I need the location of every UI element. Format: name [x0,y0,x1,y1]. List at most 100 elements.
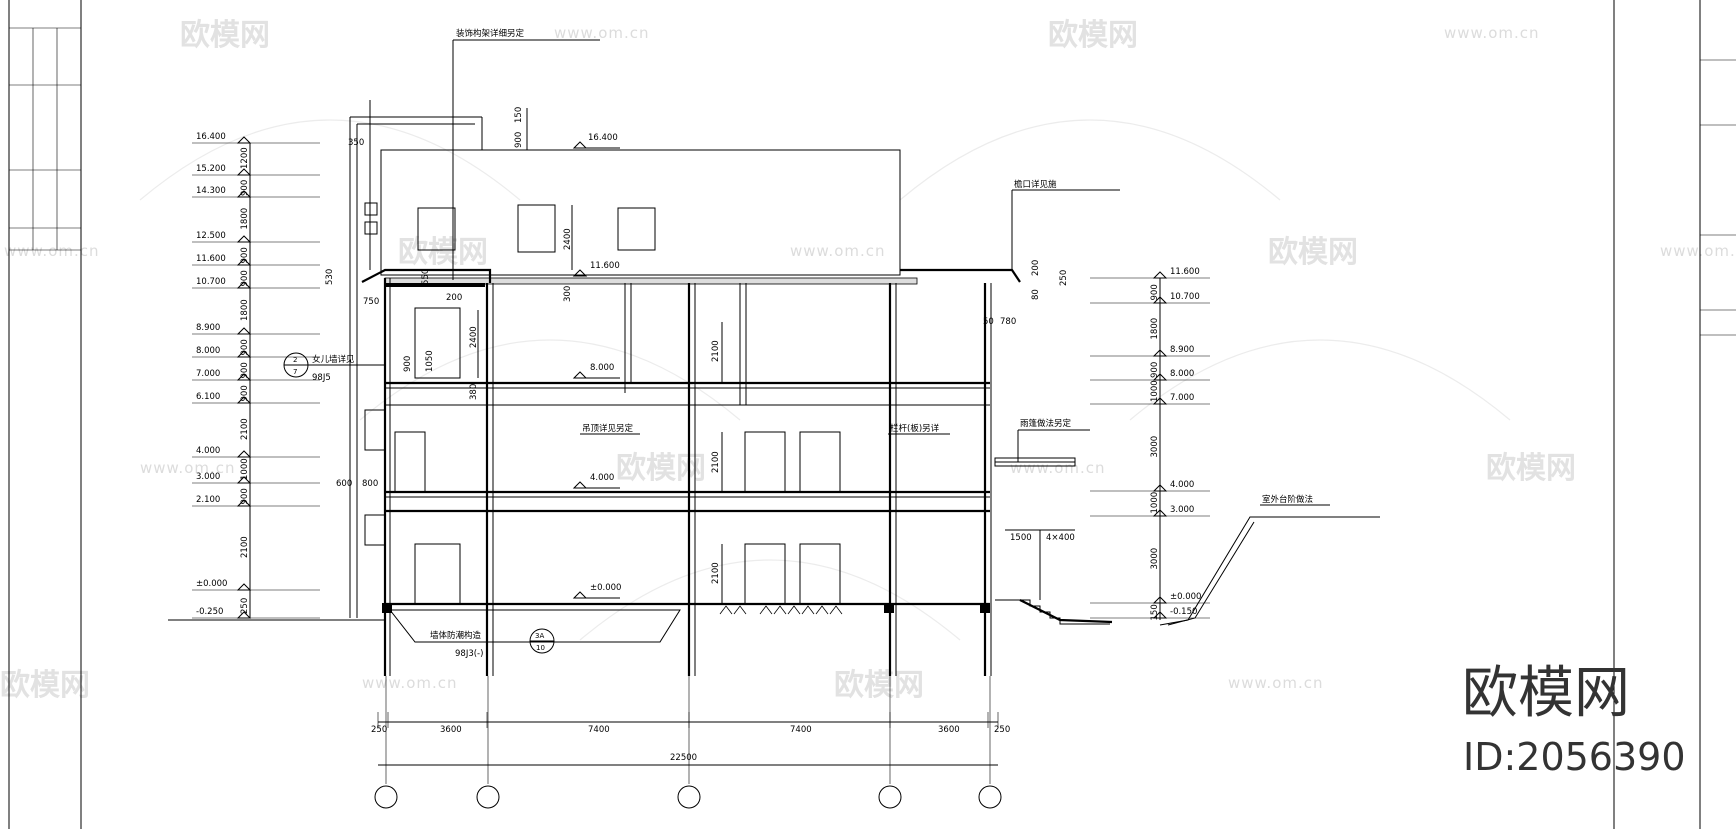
grid-bubble [374,785,398,809]
stamp-id: ID:2056390 [1463,735,1686,779]
dim-label: 200 [446,293,462,303]
level-label: 7.000 [1170,393,1194,403]
dim-label: 800 [362,479,378,489]
detail-index: 7 [293,368,297,376]
dim-label: 50 [983,317,994,327]
level-marker [236,499,252,507]
note-eave: 檐口详见施 [1014,179,1057,190]
dim-label: 7400 [790,725,812,735]
level-label: ±0.000 [1170,592,1201,602]
dim-label: 750 [363,297,379,307]
watermark-brand: 欧模网 [398,235,488,270]
note-canopy: 雨篷做法另定 [1020,418,1072,429]
level-marker [236,396,252,404]
watermark-brand: 欧模网 [1486,451,1576,486]
foundation-outline [388,609,681,643]
note-handrail: 栏杆(板)另详 [890,423,940,434]
hatching [719,605,843,615]
dim-label: 900 [240,270,250,286]
dim-label: 900 [240,362,250,378]
level-marker [236,583,252,591]
dim-label: 1500 [1010,533,1032,543]
dim-label: 530 [325,269,335,285]
watermark-brand: 欧模网 [834,668,924,703]
dim-label: 600 [336,479,352,489]
upper-window [417,207,456,251]
watermark-brand: 欧模网 [616,451,706,486]
dim-label: 900 [403,356,413,372]
dim-label: 4×400 [1046,533,1075,543]
level-label: ±0.000 [590,583,621,593]
level-marker [1152,296,1168,304]
level-label: -0.250 [196,607,223,617]
annotations: 装饰构架详细另定 檐口详见施 2 7 女儿墙详见 98J5 吊顶详见另定 栏杆(… [283,28,1330,659]
dim-label: 900 [240,339,250,355]
level-marker [236,281,252,289]
dim-label: 900 [240,385,250,401]
left-elevation-column: 16.400120015.20090014.300180012.50090011… [192,132,320,619]
level-label: 4.000 [1170,480,1194,490]
watermark-url: www.om.cn [1010,459,1106,477]
dim-label: 2400 [563,228,573,250]
dim-label: 3600 [440,725,462,735]
level-label: ±0.000 [196,579,227,589]
level-label: 8.000 [196,346,220,356]
dim-label: 1000 [240,458,250,480]
level-label: 4.000 [590,473,614,483]
detail-index: 3A [535,632,544,640]
watermark-brand: 欧模网 [180,18,270,53]
dim-label: 2400 [469,326,479,348]
door [799,543,841,605]
dim-label: 250 [1059,270,1069,286]
level-marker [236,235,252,243]
level-label: 10.700 [196,277,226,287]
detail-index: 10 [536,644,545,652]
note-balcony: 女儿墙详见 [312,354,355,365]
grid-bubble [677,785,701,809]
watermark-layer: 欧模网 欧模网 欧模网 欧模网 欧模网 欧模网 欧模网 欧模网 www.om.c… [0,18,1736,703]
level-label: 3.000 [196,472,220,482]
level-marker [236,168,252,176]
dim-label: 900 [1150,362,1160,378]
watermark-url: www.om.cn [554,24,650,42]
watermark-url: www.om.cn [790,242,886,260]
dim-label: 1000 [1150,492,1160,514]
sheet-frame [8,0,1736,829]
dim-label: 250 [371,725,387,735]
watermark-logo: 欧模网 欧模网 欧模网 欧模网 欧模网 欧模网 欧模网 欧模网 [0,18,1576,703]
level-marker [1152,484,1168,492]
watermark-url: www.om.cn [4,242,100,260]
watermark-brand: 欧模网 [1048,18,1138,53]
door [414,543,461,605]
dim-label: 250 [994,725,1010,735]
note-balcony-ref: 98J5 [312,373,331,383]
dim-label: 7400 [588,725,610,735]
watermark-urls: www.om.cn www.om.cn www.om.cn www.om.cn … [4,24,1736,692]
level-label: 3.000 [1170,505,1194,515]
dim-label: 2100 [240,418,250,440]
dim-label: 780 [1000,317,1016,327]
dim-label: 900 [240,488,250,504]
building-section [168,100,1380,676]
watermark-arcs [139,119,1511,641]
level-label: 12.500 [196,231,226,241]
note-foundation-ref: 98J3(-) [455,649,483,659]
watermark-url: www.om.cn [1660,242,1736,260]
watermark-url: www.om.cn [140,459,236,477]
dim-label: 2100 [240,536,250,558]
level-label: -0.150 [1170,607,1197,617]
level-label: 14.300 [196,186,226,196]
level-label: 2.100 [196,495,220,505]
dim-label: 1800 [1150,318,1160,340]
dim-label: 250 [240,598,250,614]
dim-label: 1800 [240,299,250,321]
level-label: 6.100 [196,392,220,402]
level-marker [1152,509,1168,517]
door [394,431,426,493]
note-ground-right: 室外台阶做法 [1262,494,1313,505]
door [744,543,786,605]
grid-bubble [978,785,1002,809]
dim-label: 150 [514,107,524,123]
grid-bubble [878,785,902,809]
